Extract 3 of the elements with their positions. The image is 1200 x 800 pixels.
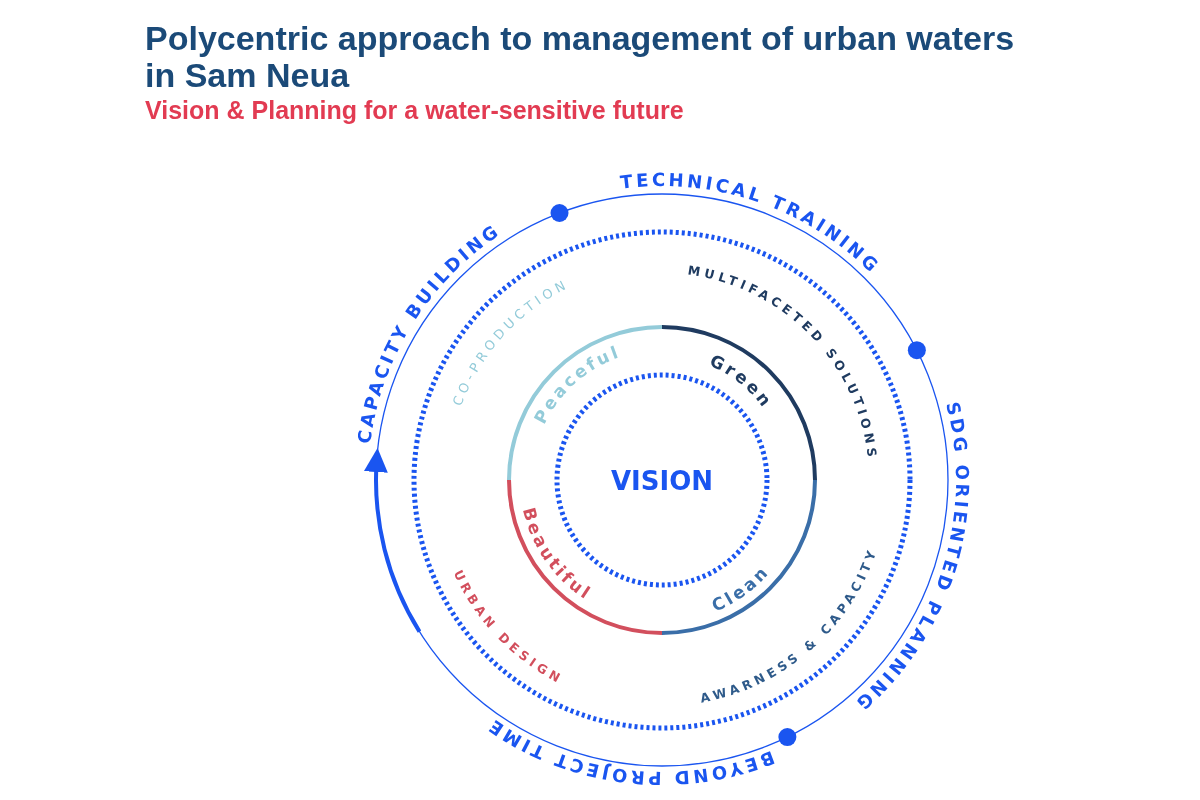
center-label: VISION	[610, 466, 714, 496]
subtitle: Vision & Planning for a water-sensitive future	[145, 96, 684, 125]
title: Polycentric approach to management of urban waters in Sam Neua	[145, 20, 1016, 94]
